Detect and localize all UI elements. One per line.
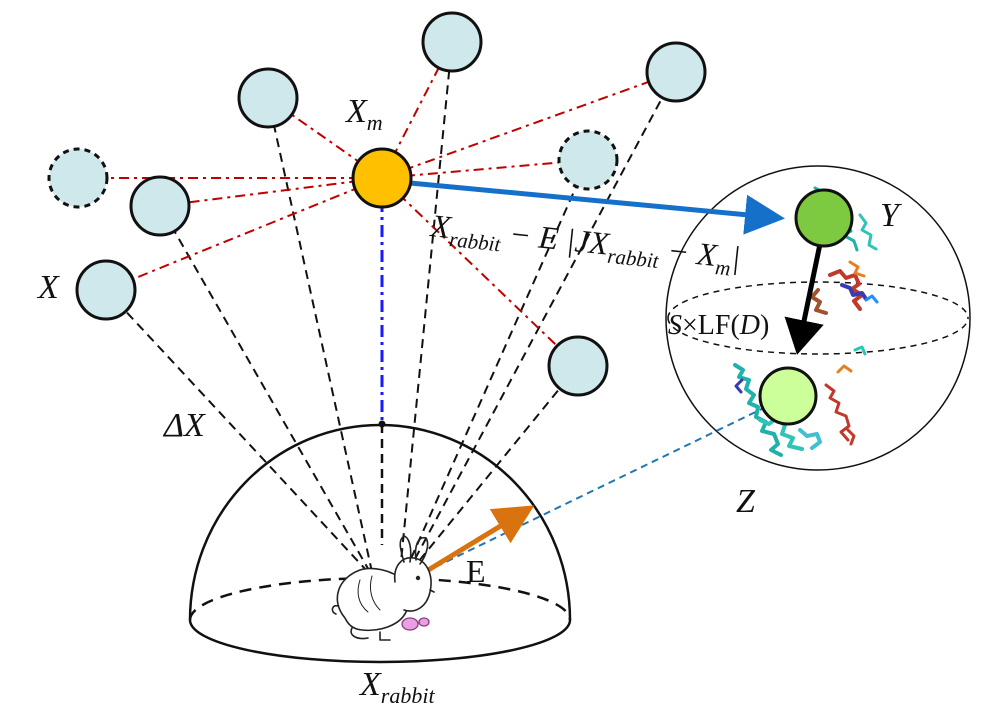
hawk-node-x <box>75 259 137 321</box>
rabbit-icon <box>331 535 435 641</box>
rabbit-to-hawk-lines <box>105 41 677 573</box>
hawk-node <box>547 335 609 397</box>
hawk-node-dotted-right <box>557 129 619 191</box>
label-y: Y <box>880 197 902 234</box>
levy-node-y <box>794 188 854 248</box>
label-x-rabbit: Xrabbit <box>358 666 435 708</box>
hawk-node <box>129 175 191 237</box>
label-delta-x: ΔX <box>162 407 206 444</box>
label-z: Z <box>736 483 756 520</box>
levy-node-z <box>758 366 818 426</box>
e-vector-arrow <box>423 505 535 575</box>
hawk-node <box>645 41 707 103</box>
rabbit-to-z-line <box>424 404 771 573</box>
label-e: E <box>466 553 486 589</box>
hawk-node-dotted-left <box>47 147 109 209</box>
leader-node-xm <box>351 147 413 209</box>
hawk-node <box>421 11 483 73</box>
label-formula: Xrabbit − E |JXrabbit − Xm| <box>427 207 743 281</box>
label-levy: S×LF(D) <box>668 310 769 341</box>
levy-sphere <box>665 165 971 471</box>
leader-vertical-line <box>378 200 386 545</box>
label-x: X <box>36 269 60 306</box>
label-xm: Xm <box>344 93 383 135</box>
y-to-z-arrow <box>784 243 824 355</box>
leader-to-y-arrow <box>409 180 785 235</box>
hawk-node <box>237 67 299 129</box>
hawk-nodes <box>47 11 854 426</box>
